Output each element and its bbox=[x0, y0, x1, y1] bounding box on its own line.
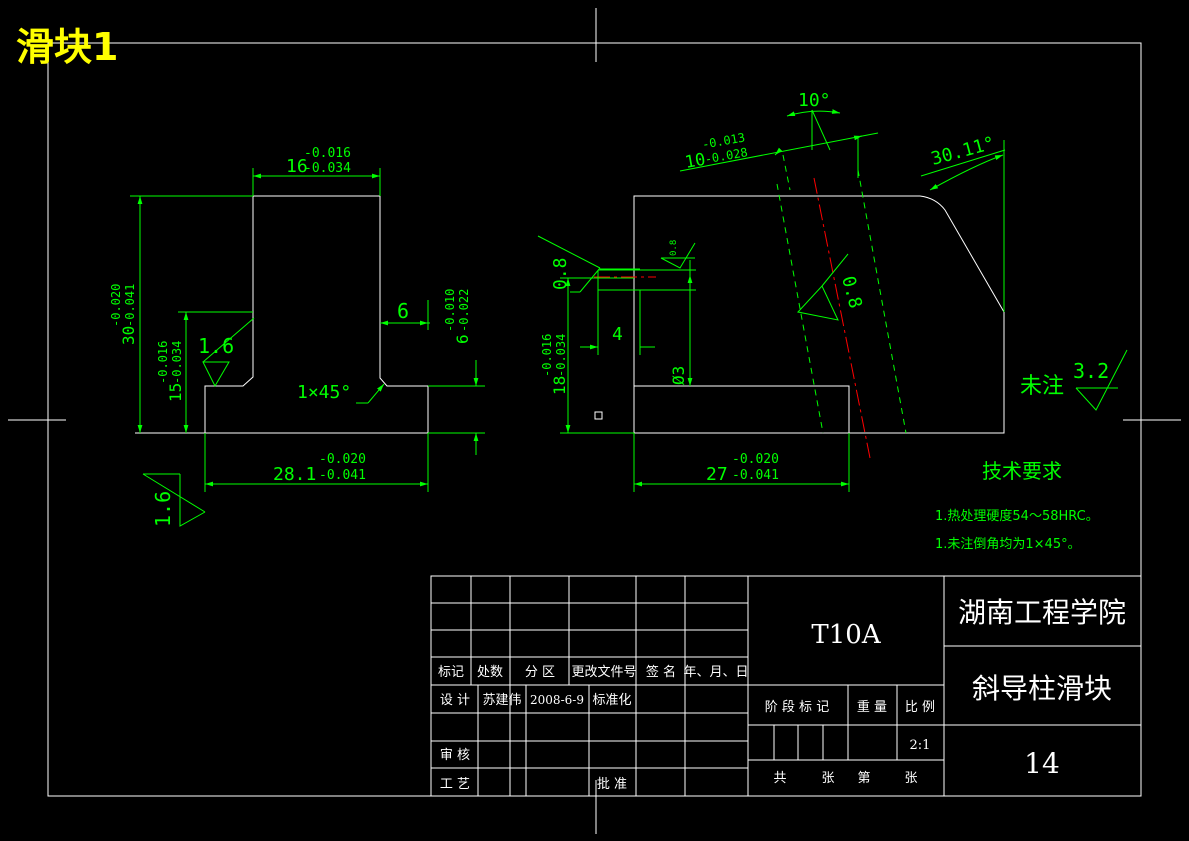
dim-total-height: 30 bbox=[119, 326, 138, 345]
general-roughness-label: 未注 bbox=[1020, 374, 1064, 399]
dim-top-width-upper-tol: -0.016 bbox=[304, 146, 351, 161]
sheet-unit-2: 张 bbox=[904, 771, 917, 786]
front-view-dimension-text: 16 -0.016 -0.034 30 -0.020 -0.041 15 -0.… bbox=[109, 146, 472, 527]
weight-label: 重 量 bbox=[857, 699, 887, 715]
dim-slot-width: 10 bbox=[683, 150, 707, 173]
scale-value: 2:1 bbox=[910, 738, 931, 753]
dim-angle-side: 30.11° bbox=[929, 133, 997, 170]
dim-side-base-width-lower-tol: -0.041 bbox=[732, 468, 779, 483]
dim-step-height-right: 6 bbox=[453, 334, 472, 344]
header-signature: 签 名 bbox=[646, 664, 676, 680]
front-view-dimension-lines bbox=[130, 168, 485, 527]
dim-chamfer: 1×45° bbox=[297, 382, 351, 403]
drawing-title: 滑块1 bbox=[16, 25, 118, 69]
dim-side-base-width: 27 bbox=[706, 464, 728, 485]
side-view-centerlines bbox=[594, 177, 871, 459]
roughness-incline: 0.8 bbox=[837, 274, 866, 311]
dim-step-offset: 6 bbox=[397, 299, 409, 323]
material: T10A bbox=[811, 620, 881, 650]
dim-top-width: 16 bbox=[286, 156, 308, 177]
general-roughness-value: 3.2 bbox=[1073, 359, 1109, 383]
school-name: 湖南工程学院 bbox=[958, 596, 1126, 629]
dim-side-height-lower-tol: -0.034 bbox=[554, 334, 568, 377]
dim-side-base-width-upper-tol: -0.020 bbox=[732, 452, 779, 467]
sheet-no-label: 第 bbox=[857, 771, 870, 786]
header-date: 年、月、日 bbox=[683, 665, 748, 680]
dim-hole-offset: 4 bbox=[612, 324, 623, 345]
standardize-label: 标准化 bbox=[592, 693, 631, 708]
dim-top-width-lower-tol: -0.034 bbox=[304, 161, 351, 176]
header-zone: 分 区 bbox=[525, 665, 555, 680]
sheet-frame bbox=[8, 8, 1181, 834]
title-block-lines bbox=[430, 575, 1142, 797]
header-change-doc: 更改文件号 bbox=[571, 665, 636, 680]
dim-angle-top: 10° bbox=[798, 90, 831, 111]
stage-label: 阶 段 标 记 bbox=[765, 700, 829, 715]
roughness-slot-left: 0.8 bbox=[550, 257, 571, 290]
designer-name: 苏建伟 bbox=[482, 692, 521, 708]
design-date: 2008-6-9 bbox=[530, 693, 584, 707]
title-block-text: T10A 湖南工程学院 斜导柱滑块 14 标记 处数 分 区 更改文件号 签 名… bbox=[438, 596, 1126, 792]
sheet-total-label: 共 bbox=[773, 771, 786, 786]
tech-item-1: 1.热处理硬度54～58HRC。 bbox=[935, 508, 1099, 524]
side-view-outline bbox=[594, 195, 1005, 434]
dim-side-height: 18 bbox=[550, 376, 569, 395]
roughness-bottom: 1.6 bbox=[151, 491, 175, 527]
scale-label: 比 例 bbox=[905, 700, 935, 715]
header-count: 处数 bbox=[477, 665, 503, 680]
dim-step-height-right-lower-tol: -0.022 bbox=[457, 289, 471, 332]
dim-base-width: 28.1 bbox=[273, 464, 316, 485]
tech-title: 技术要求 bbox=[982, 459, 1062, 483]
dim-step-height-upper-tol: -0.016 bbox=[156, 341, 170, 384]
dim-side-height-upper-tol: -0.016 bbox=[540, 334, 554, 377]
design-label: 设 计 bbox=[440, 693, 470, 708]
approve-label: 批 准 bbox=[597, 777, 627, 792]
dim-base-width-lower-tol: -0.041 bbox=[319, 468, 366, 483]
technical-requirements: 技术要求 1.热处理硬度54～58HRC。 1.未注倒角均为1×45°。 bbox=[935, 459, 1099, 552]
part-name: 斜导柱滑块 bbox=[972, 672, 1112, 705]
dim-base-width-upper-tol: -0.020 bbox=[319, 452, 366, 467]
side-view-dimension-lines bbox=[537, 109, 1006, 492]
tech-item-2: 1.未注倒角均为1×45°。 bbox=[935, 537, 1081, 552]
side-view-slot-hidden-lines bbox=[776, 154, 907, 434]
drawing-number: 14 bbox=[1024, 747, 1060, 780]
roughness-hole: 0.8 bbox=[669, 240, 679, 256]
sheet-unit-1: 张 bbox=[821, 771, 834, 786]
dim-total-height-lower-tol: -0.041 bbox=[123, 284, 137, 327]
dim-hole-diameter: Ø3 bbox=[669, 366, 688, 385]
dim-step-height-lower-tol: -0.034 bbox=[170, 341, 184, 384]
dim-total-height-upper-tol: -0.020 bbox=[109, 284, 123, 327]
general-roughness-note: 未注 3.2 bbox=[1020, 349, 1128, 411]
side-view-dimension-text: 10 -0.013 -0.028 10° 30.11° 0.8 0.8 0.8 … bbox=[540, 90, 997, 485]
process-label: 工 艺 bbox=[440, 777, 470, 792]
review-label: 审 核 bbox=[440, 748, 470, 763]
dim-step-height-right-upper-tol: -0.010 bbox=[443, 289, 457, 332]
header-mark: 标记 bbox=[438, 665, 464, 680]
dim-step-height: 15 bbox=[166, 383, 185, 402]
roughness-inner: 1.6 bbox=[198, 334, 234, 358]
